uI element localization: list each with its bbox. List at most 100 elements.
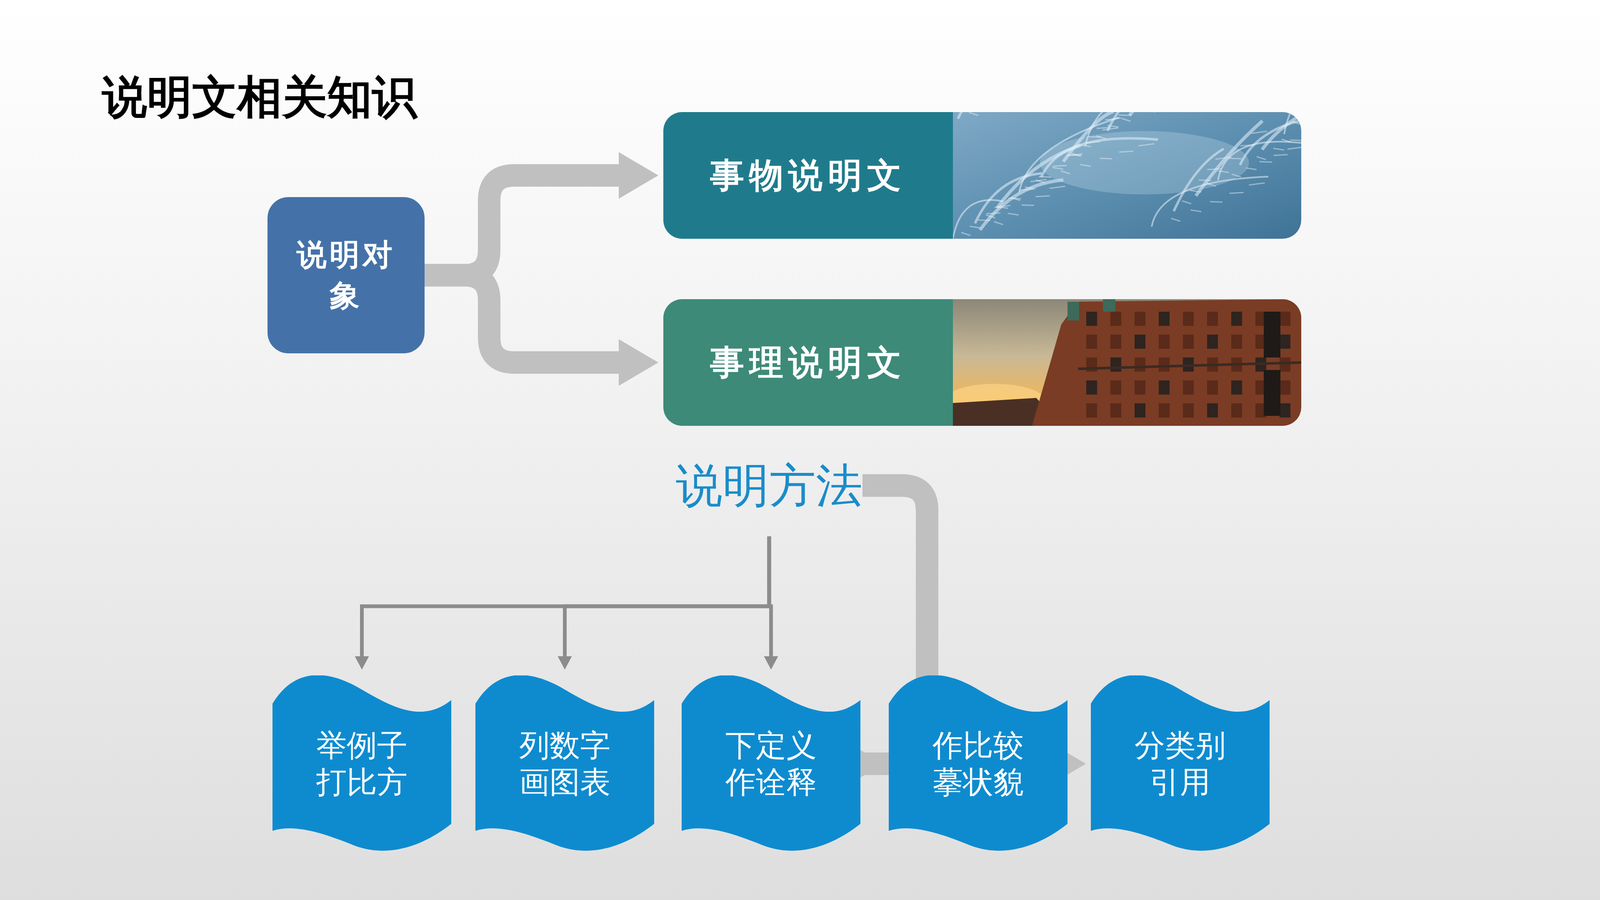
banner-fill: [888, 675, 1068, 851]
category-panel: 事理说明文: [663, 299, 1302, 426]
connector: [424, 275, 659, 387]
node-label: 事物说明文: [710, 155, 907, 196]
decor-shape: [1207, 334, 1218, 349]
panel-band: 事理说明文: [663, 299, 953, 426]
arrow-head: [618, 339, 659, 386]
node-label: 列数字 画图表: [514, 727, 615, 800]
decor-shape: [1290, 140, 1302, 141]
decor-shape: [1107, 112, 1191, 131]
decor-shape: [1110, 357, 1122, 372]
decor-shape: [1284, 112, 1302, 135]
decor-shape: [1158, 380, 1170, 395]
decor-shape: [1086, 311, 1098, 326]
decor-shape: [1158, 403, 1170, 418]
decor-shape: [1279, 403, 1291, 418]
decor-shape: [1158, 334, 1170, 349]
node-label: 下定义 作诠释: [720, 727, 822, 800]
decor-shape: [1134, 380, 1146, 395]
category-panel: 事物说明文: [663, 112, 1302, 239]
decor-shape: [975, 173, 1042, 224]
decor-shape: [1134, 334, 1146, 349]
decor-shape: [1248, 182, 1265, 185]
decor-shape: [1040, 131, 1250, 195]
decor-shape: [1207, 380, 1218, 395]
decor-shape: [1134, 357, 1146, 372]
decor-shape: [1086, 380, 1098, 395]
decor-shape: [1231, 403, 1243, 418]
decor-shape: [1279, 357, 1291, 372]
object-box: 说明对象: [267, 197, 425, 354]
decor-shape: [1102, 299, 1116, 312]
decor-shape: [1262, 112, 1302, 150]
decor-shape: [1129, 112, 1230, 116]
decor-shape: [1263, 311, 1281, 358]
decor-shape: [1049, 186, 1066, 189]
banner-shape: [272, 675, 452, 853]
decor-shape: [1279, 334, 1291, 349]
decor-shape: [1210, 201, 1223, 203]
arrow-head: [764, 656, 779, 670]
decor-shape: [1110, 403, 1122, 418]
decor-shape: [1263, 370, 1281, 416]
decor-shape: [1134, 311, 1146, 326]
decor-shape: [1231, 334, 1243, 349]
connector: [424, 152, 659, 276]
decor-shape: [1110, 334, 1122, 349]
arrow-head: [355, 656, 370, 670]
decor-shape: [1287, 147, 1302, 150]
method-banner: 举例子 打比方: [272, 675, 452, 853]
decor-shape: [1273, 148, 1285, 150]
decor-shape: [969, 112, 979, 116]
decor-shape: [993, 221, 1003, 225]
decor-shape: [1032, 299, 1302, 426]
decor-shape: [1256, 156, 1266, 160]
connector-line: [424, 275, 620, 363]
decor-shape: [1007, 213, 1019, 215]
method-banner: 作比较 摹状貌: [888, 675, 1068, 853]
decor-shape: [1110, 380, 1122, 395]
connector-line: [424, 175, 620, 276]
connector-line: [362, 536, 770, 658]
decor-shape: [1086, 334, 1098, 349]
connector: [764, 536, 779, 670]
decor-shape: [1067, 301, 1080, 321]
connector-line: [565, 536, 770, 658]
decor-shape: [961, 232, 971, 236]
decor-shape: [1207, 403, 1218, 418]
building-photo: [952, 299, 1302, 426]
decor-shape: [1259, 161, 1273, 163]
decor-shape: [1171, 218, 1181, 222]
decor-shape: [1035, 195, 1050, 197]
decor-shape: [1158, 311, 1170, 326]
banner-fill: [1090, 675, 1270, 851]
decor-shape: [1077, 362, 1302, 369]
decor-shape: [969, 226, 981, 228]
connector-line: [769, 536, 772, 658]
decor-shape: [1182, 200, 1192, 204]
method-banner: 分类别 引用: [1090, 675, 1270, 853]
decor-shape: [957, 112, 1025, 119]
decor-shape: [1231, 311, 1243, 326]
heading-text: 说明方法: [675, 457, 863, 514]
decor-shape: [1207, 311, 1218, 326]
banner-shape: [681, 675, 861, 853]
decor-shape: [1158, 357, 1170, 372]
decor-shape: [1279, 311, 1291, 326]
banner-shape: [888, 675, 1068, 853]
arrow-head: [618, 152, 659, 199]
arrow-head: [557, 656, 573, 670]
node-label: 举例子 打比方: [311, 727, 413, 800]
connector: [557, 536, 770, 670]
decor-shape: [1251, 131, 1268, 134]
decor-shape: [952, 299, 1302, 426]
decor-shape: [1182, 311, 1194, 326]
node-label: 事理说明文: [710, 342, 907, 383]
decor-shape: [1273, 154, 1288, 156]
decor-shape: [1229, 192, 1244, 194]
frost-photo: [952, 112, 1302, 239]
node-label: 说明对象: [292, 234, 400, 316]
decor-shape: [1021, 205, 1035, 206]
panel-band: 事物说明文: [663, 112, 953, 239]
decor-shape: [1300, 128, 1302, 131]
